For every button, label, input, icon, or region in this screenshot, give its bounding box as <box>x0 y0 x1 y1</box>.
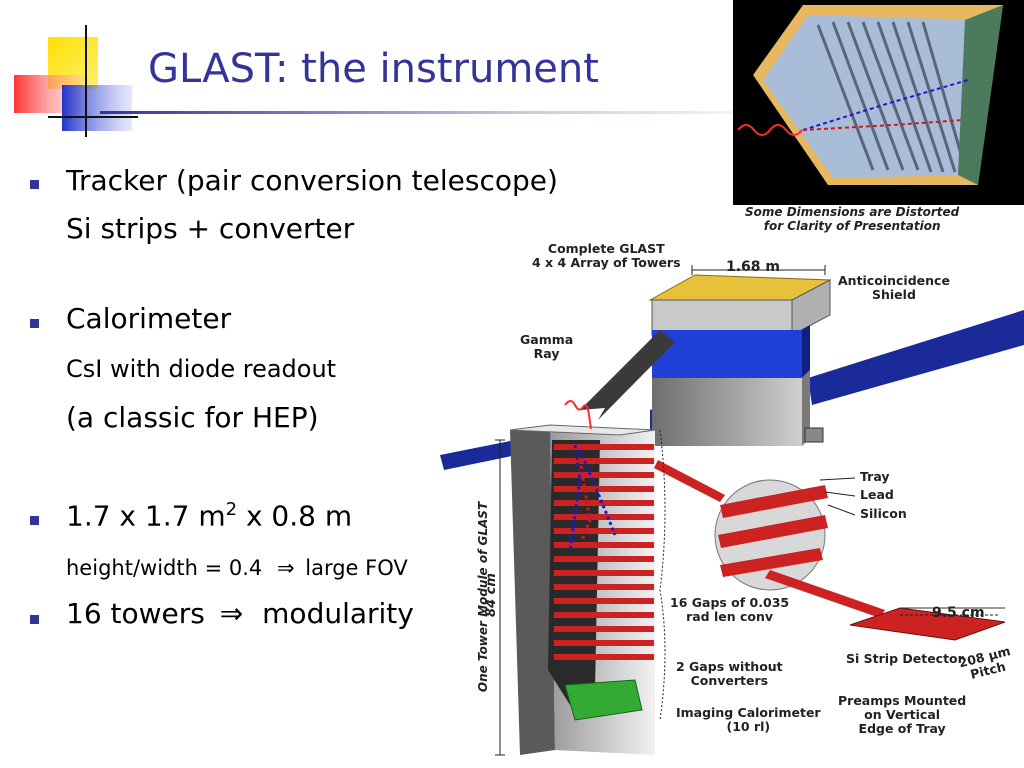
label-ssd-dim: 9.5 cm <box>932 605 985 621</box>
title-underline <box>100 111 800 114</box>
acd-towers-front <box>651 299 793 336</box>
label-2-gaps: 2 Gaps without Converters <box>676 660 783 688</box>
label-preamps: Preamps Mounted on Vertical Edge of Tray <box>838 694 966 736</box>
modularity-text: modularity <box>262 597 414 630</box>
bullet-calorimeter: Calorimeter <box>66 302 232 335</box>
label-2-gaps-2: Converters <box>690 673 769 688</box>
label-imaging-1: Imaging Calorimeter <box>676 705 821 720</box>
bullet-calorimeter-sub-1: CsI with diode readout <box>66 355 337 383</box>
tracker-trays <box>554 444 654 660</box>
label-preamps-3: Edge of Tray <box>858 721 946 736</box>
label-acd-1: Anticoincidence <box>838 273 950 288</box>
slide-title: GLAST: the instrument <box>148 46 599 92</box>
implies-arrow: ⇒ <box>276 556 295 580</box>
label-width-dim: 1.68 m <box>726 259 781 275</box>
si-strip-detector <box>849 607 1006 641</box>
dimensions-depth: x 0.8 m <box>237 499 353 533</box>
bullet-calorimeter-sub-2: (a classic for HEP) <box>66 401 319 434</box>
bullet-dimensions-sub: height/width = 0.4 ⇒ large FOV <box>66 556 408 580</box>
bullet-marker <box>30 319 39 328</box>
ratio-text: height/width = 0.4 <box>66 556 263 580</box>
bullet-dimensions: 1.7 x 1.7 m2 x 0.8 m <box>66 499 352 532</box>
distortion-note: Some Dimensions are Distorted for Clarit… <box>745 205 959 233</box>
label-lead: Lead <box>860 487 894 502</box>
label-si-strip-detector: Si Strip Detector <box>846 651 964 666</box>
gamma-ray-track <box>564 400 592 430</box>
zoom-arrow <box>580 330 675 420</box>
label-16-gaps-1: 16 Gaps of 0.035 <box>670 595 790 610</box>
tracker-inset-image <box>733 0 1024 205</box>
dimensions-text: 1.7 x 1.7 m <box>66 499 226 533</box>
label-16-gaps: 16 Gaps of 0.035 rad len conv <box>670 596 789 624</box>
calorimeter-block <box>564 679 643 721</box>
label-acd: Anticoincidence Shield <box>838 274 950 302</box>
glast-blue-band <box>652 330 802 378</box>
label-gamma-ray: Gamma Ray <box>520 333 573 361</box>
label-preamps-1: Preamps Mounted <box>838 693 967 708</box>
label-preamps-2: on Vertical <box>864 707 941 722</box>
corner-logo <box>10 25 140 140</box>
tower-module-side <box>510 425 555 755</box>
label-height-dim: 84 cm <box>483 573 499 617</box>
bullet-tracker-sub: Si strips + converter <box>66 212 355 245</box>
label-gamma-ray-2: Ray <box>533 346 560 361</box>
bullet-marker <box>30 615 39 624</box>
label-16-gaps-2: rad len conv <box>686 609 774 624</box>
glast-diagram <box>440 265 1024 756</box>
implies-arrow: ⇒ <box>219 597 244 630</box>
bullet-marker <box>30 180 39 189</box>
label-imaging-calorimeter: Imaging Calorimeter (10 rl) <box>676 706 821 734</box>
label-silicon: Silicon <box>860 506 907 521</box>
label-imaging-2: (10 rl) <box>726 719 771 734</box>
towers-text: 16 towers <box>66 597 205 630</box>
bullet-towers: 16 towers ⇒ modularity <box>66 597 414 630</box>
label-complete-glast-2: 4 x 4 Array of Towers <box>532 255 681 270</box>
fov-text: large FOV <box>305 556 408 580</box>
bullet-marker <box>30 516 39 525</box>
label-tray: Tray <box>860 469 890 484</box>
bullet-tracker: Tracker (pair conversion telescope) <box>66 164 558 197</box>
solar-panel-right <box>808 310 1024 405</box>
label-gamma-ray-1: Gamma <box>520 332 574 347</box>
label-2-gaps-1: 2 Gaps without <box>676 659 783 674</box>
dimensions-exponent: 2 <box>225 499 238 520</box>
distortion-note-line-1: Some Dimensions are Distorted <box>745 205 960 219</box>
label-complete-glast: Complete GLAST 4 x 4 Array of Towers <box>532 242 681 270</box>
label-complete-glast-1: Complete GLAST <box>547 241 665 256</box>
label-acd-2: Shield <box>872 287 916 302</box>
distortion-note-line-2: for Clarity of Presentation <box>763 219 941 233</box>
